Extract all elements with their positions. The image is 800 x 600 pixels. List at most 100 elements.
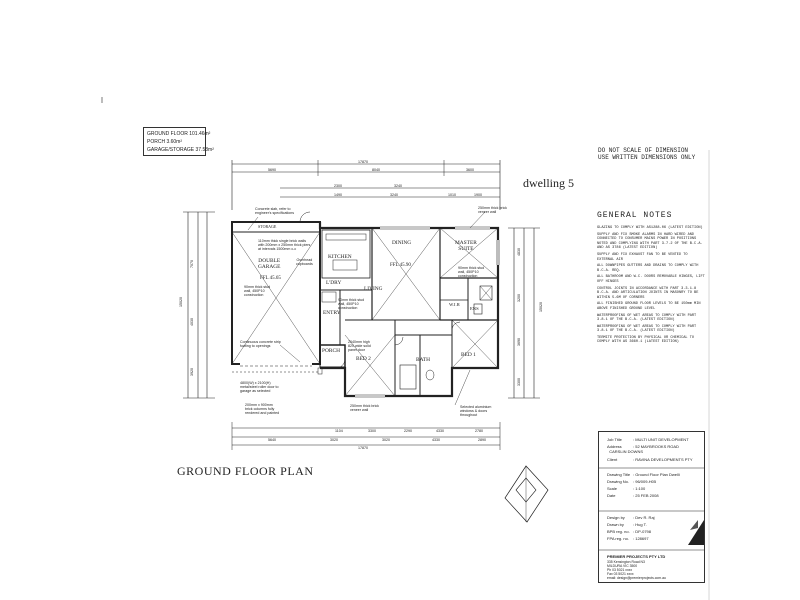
dim-top-sub-1: 2300 — [334, 184, 342, 188]
note-stud-wall-entry: 90mm thick stud wall, 450P10 constructio… — [338, 298, 365, 311]
note-brick-walls: 110mm thick single brick walls with 200m… — [258, 239, 311, 252]
tb-client: : RAVINA DEVELOPMENTS PTY — [633, 457, 693, 462]
note-item: ALL FINISHED GROUND FLOOR LEVELS TO BE 1… — [597, 302, 701, 311]
note-item: SUPPLY AND FIX EXHAUST FAN TO BE VENTED … — [597, 252, 688, 262]
note-item: CONTROL JOINTS IN ACCORDANCE WITH PART 3… — [597, 286, 699, 300]
note-item: SUPPLY AND FIX SMOKE ALARMS IN HARD WIRE… — [597, 232, 703, 251]
note-aluminium-windows: Selected aluminium windows & doors throu… — [460, 405, 492, 418]
dim-top-part-1: 5690 — [268, 168, 276, 172]
area-porch: PORCH 3.60m² — [147, 139, 183, 145]
tb-fpa-label: FPA reg. no. — [607, 536, 629, 541]
tb-company-address: 335 Kensington Road N3 MILDURA VIC 3500 … — [607, 560, 666, 580]
dim-top-part-3: 3600 — [466, 168, 474, 172]
note-roller-door: 4800(W) x 2100(H) metal/steel roller doo… — [240, 381, 279, 394]
dim-right-part-2: 3200 — [517, 294, 521, 302]
note-brick-veneer: 250mm thick brick veneer wall — [478, 206, 507, 215]
tb-bpb: : DP-0798 — [633, 529, 652, 534]
note-solid-door: 2040mm high 820 wide solid panel door — [348, 340, 371, 353]
room-bed-2: BED 2 — [356, 356, 371, 362]
tb-design-label: Design by — [607, 515, 625, 520]
tb-design: : Dev R. Raj — [633, 515, 655, 520]
disclaimer-line-1: DO NOT SCALE OF DIMENSION — [598, 147, 689, 154]
room-ensuite: ENS — [470, 306, 479, 311]
disclaimer-line-2: USE WRITTEN DIMENSIONS ONLY — [598, 154, 696, 161]
scale-disclaimer: DO NOT SCALE OF DIMENSION USE WRITTEN DI… — [598, 147, 695, 161]
dim-bottom-part-4: 4330 — [432, 438, 440, 442]
dim-right-part-1: 4830 — [517, 248, 521, 256]
tb-drawn-label: Drawn by — [607, 522, 624, 527]
dim-top-sub-3: 1490 — [334, 193, 342, 197]
tb-fpa: : 128697 — [633, 536, 649, 541]
note-fence-columns: 200mm x 900mm brick columns fully render… — [245, 403, 280, 416]
room-entry: ENTRY — [323, 310, 341, 316]
tb-bpb-label: BPB reg. no. — [607, 529, 630, 534]
note-item: ALL BATHROOM AND W.C. DOORS REMOVABLE HI… — [597, 275, 705, 284]
dim-bottom-sub-5: 2780 — [475, 429, 483, 433]
note-item: WATERPROOFING OF WET AREAS TO COMPLY WIT… — [597, 313, 697, 323]
dim-bottom-part-1: 5640 — [268, 438, 276, 442]
tb-job-title: : MULTI UNIT DEVELOPMENT — [633, 437, 689, 442]
plan-title: GROUND FLOOR PLAN — [177, 464, 314, 478]
dim-top-overall: 17870 — [358, 160, 368, 164]
tb-drawing-no-label: Drawing No. — [607, 479, 630, 484]
note-concrete-slab: Concrete slab, refer to engineer's speci… — [255, 207, 295, 216]
title-block: Job Title: MULTI UNIT DEVELOPMENT Addres… — [598, 431, 705, 583]
tb-drawing-title-label: Drawing Title — [607, 472, 631, 477]
dim-top-sub-6: 1900 — [474, 193, 482, 197]
dim-right-overall: 15020 — [539, 302, 543, 312]
tb-client-label: Client — [607, 457, 618, 462]
room-master: MASTER SUITE — [455, 240, 477, 252]
room-bath: BATH — [416, 357, 431, 363]
tb-drawing-no: : 96/009-H05 — [633, 479, 657, 484]
tb-date: : 25 FEB 2008 — [633, 493, 659, 498]
dim-bottom-part-3: 3020 — [382, 438, 390, 442]
room-garage: DOUBLE GARAGE — [258, 258, 281, 270]
dim-bottom-sub-4: 4330 — [436, 429, 444, 433]
dim-top-sub-2: 3240 — [394, 184, 402, 188]
dim-top-sub-5: 1010 — [448, 193, 456, 197]
general-notes-title: GENERAL NOTES — [597, 211, 673, 220]
tb-drawing-title: : Ground Floor Plan Dwelli — [633, 472, 680, 477]
note-item: ALL DOWNPIPES GUTTERS AND DRAINS TO COMP… — [597, 264, 699, 273]
tb-date-label: Date — [607, 493, 616, 498]
dim-left-part-2: 4030 — [190, 318, 194, 326]
area-schedule: GROUND FLOOR 101.46m² PORCH 3.60m² GARAG… — [143, 127, 214, 156]
room-living: LIVING — [364, 286, 383, 292]
dim-bottom-overall: 17870 — [358, 446, 368, 450]
tb-drawn: : Hug T. — [633, 522, 647, 527]
tb-address-label: Address — [607, 444, 622, 449]
room-dining: DINING — [392, 240, 412, 246]
dim-left-overall: 15020 — [179, 297, 183, 307]
tb-scale-label: Scale — [607, 486, 618, 491]
area-ground-floor: GROUND FLOOR 101.46m² — [147, 131, 211, 137]
note-strip-footing: Continuous concrete strip footing to ope… — [240, 340, 281, 349]
dim-bottom-sub-2: 3300 — [368, 429, 376, 433]
note-brick-veneer-bottom: 250mm thick brick veneer wall — [350, 404, 379, 413]
general-notes-list: GLAZING TO COMPLY WITH AS1288-06 (LATEST… — [597, 226, 705, 347]
dim-bottom-sub-3: 2290 — [404, 429, 412, 433]
dim-left-part-3: 3920 — [190, 368, 194, 376]
dim-top-part-2: 8040 — [372, 168, 380, 172]
note-item: TERMITE PROTECTION BY PHYSICAL OR CHEMIC… — [597, 335, 695, 345]
dim-top-sub-4: 3240 — [390, 193, 398, 197]
note-stud-wall-master: 90mm thick stud wall, 450P10 constructio… — [458, 266, 485, 279]
dim-right-part-3: 3690 — [517, 338, 521, 346]
tb-company: PREMIER PROJECTS PTY LTD — [607, 554, 666, 559]
area-garage-storage: GARAGE/STORAGE 37.58m² — [147, 147, 214, 153]
garage-ffl: FFL 45.65 — [260, 276, 281, 281]
room-wir: W.I.R — [449, 302, 460, 307]
dining-ffl: FFL 45.90 — [390, 263, 411, 268]
room-bed-1: BED 1 — [461, 352, 476, 358]
dim-bottom-sub-1: 1104 — [335, 429, 343, 433]
note-stud-wall-garage: 90mm thick stud wall, 450P10 constructio… — [244, 285, 271, 298]
dwelling-label: dwelling 5 — [523, 176, 574, 190]
dim-left-part-1: 7070 — [190, 260, 194, 268]
tb-scale: : 1:100 — [633, 486, 646, 491]
room-porch: PORCH — [322, 348, 340, 354]
tb-address: : 52 MAYBROOKS ROAD CARSLIN DOWNS — [609, 444, 679, 454]
room-storage: STORAGE — [258, 224, 277, 229]
note-item: WATERPROOFING OF WET AREAS TO COMPLY WIT… — [597, 324, 697, 334]
room-laundry: L'DRY — [326, 280, 342, 286]
overhead-cupboards: Overhead cupboards — [296, 258, 313, 266]
